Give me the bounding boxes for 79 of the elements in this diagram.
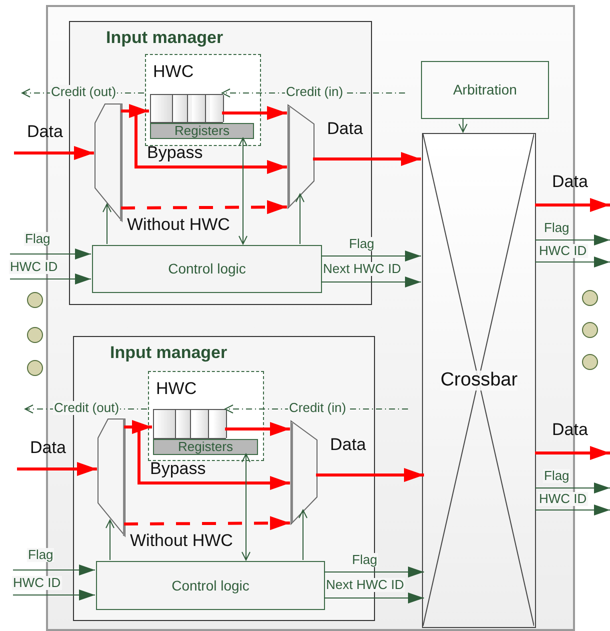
edge-label: Bypass xyxy=(149,460,207,479)
hwc-dashed-box xyxy=(148,371,264,461)
dashed-arrow xyxy=(124,516,290,530)
block-label: Arbitration xyxy=(453,82,517,98)
edge-label: Without HWC xyxy=(129,532,234,551)
edge-label: Credit (out) xyxy=(53,401,120,416)
registers-bar xyxy=(150,123,254,139)
arrow xyxy=(102,204,112,244)
multiplexer-shape xyxy=(288,105,314,208)
block-label: Crossbar xyxy=(440,370,518,391)
arrow xyxy=(10,248,92,260)
arrow xyxy=(225,422,290,436)
arrow xyxy=(320,276,422,288)
section-title: Input manager xyxy=(110,344,228,363)
arrow xyxy=(296,194,304,244)
crossbar-box xyxy=(422,133,536,628)
arrow xyxy=(534,256,610,268)
edge-label: Credit (in) xyxy=(285,85,344,100)
arrow xyxy=(17,462,97,476)
block-label: HWC xyxy=(153,63,194,82)
multiplexer-shape xyxy=(291,421,317,524)
block-label: Registers xyxy=(178,440,233,454)
block-label: Registers xyxy=(174,124,230,138)
arrow xyxy=(222,106,287,120)
arrow xyxy=(324,566,424,578)
edge-label: Data xyxy=(551,421,589,440)
register-queue xyxy=(153,409,226,439)
arrow xyxy=(535,198,610,212)
arrow xyxy=(106,520,114,560)
section-title: Input manager xyxy=(106,29,224,48)
arrow xyxy=(12,590,96,600)
edge-label: HWC ID xyxy=(9,260,59,274)
demultiplexer-shape xyxy=(95,104,122,221)
edge-label: Flag xyxy=(543,469,570,484)
edge-label: Next HWC ID xyxy=(322,262,402,276)
dashed-arrow xyxy=(121,200,287,214)
arrow xyxy=(313,152,421,166)
register-queue xyxy=(150,94,223,123)
arrow xyxy=(534,234,610,246)
edge-label: Credit (out) xyxy=(50,85,118,100)
arrow xyxy=(12,564,96,576)
edge-label: Data xyxy=(26,123,64,142)
edge-label: Flag xyxy=(27,548,54,562)
edge-label: HWC ID xyxy=(12,576,62,590)
arrow xyxy=(320,250,422,262)
edge-label: Data xyxy=(326,120,364,139)
edge-label: Data xyxy=(551,173,589,192)
edge-label: HWC ID xyxy=(538,492,588,506)
arrow xyxy=(10,274,92,284)
block-label: Control logic xyxy=(172,578,250,594)
edge-label: Credit (in) xyxy=(288,401,348,416)
arrow xyxy=(316,468,424,482)
arbitration-box xyxy=(421,61,549,119)
arrow xyxy=(534,482,610,494)
edge-label: Data xyxy=(29,439,67,458)
block-label: Control logic xyxy=(168,261,246,277)
arrow xyxy=(242,454,250,560)
control-logic-box xyxy=(92,245,322,293)
edge-label: Flag xyxy=(351,553,378,568)
arrow xyxy=(324,592,424,604)
arrow xyxy=(238,138,248,244)
edge-label: Flag xyxy=(543,221,570,236)
edge-label: Next HWC ID xyxy=(325,578,405,592)
hwc-dashed-box xyxy=(145,54,261,146)
arrow xyxy=(14,146,94,160)
edge-label: Data xyxy=(329,436,367,455)
edge-label: Bypass xyxy=(146,144,204,163)
edge-label: Flag xyxy=(24,232,52,246)
edge-label: Flag xyxy=(348,237,376,252)
arrow xyxy=(298,510,308,560)
arrow xyxy=(534,504,610,516)
demultiplexer-shape xyxy=(98,419,125,536)
edge-label: HWC ID xyxy=(538,244,588,258)
registers-bar xyxy=(153,439,258,455)
arrow xyxy=(535,446,610,460)
block-label: HWC xyxy=(156,380,197,399)
arrow xyxy=(458,118,468,132)
edge-label: Without HWC xyxy=(126,216,231,235)
control-logic-box xyxy=(96,561,325,610)
